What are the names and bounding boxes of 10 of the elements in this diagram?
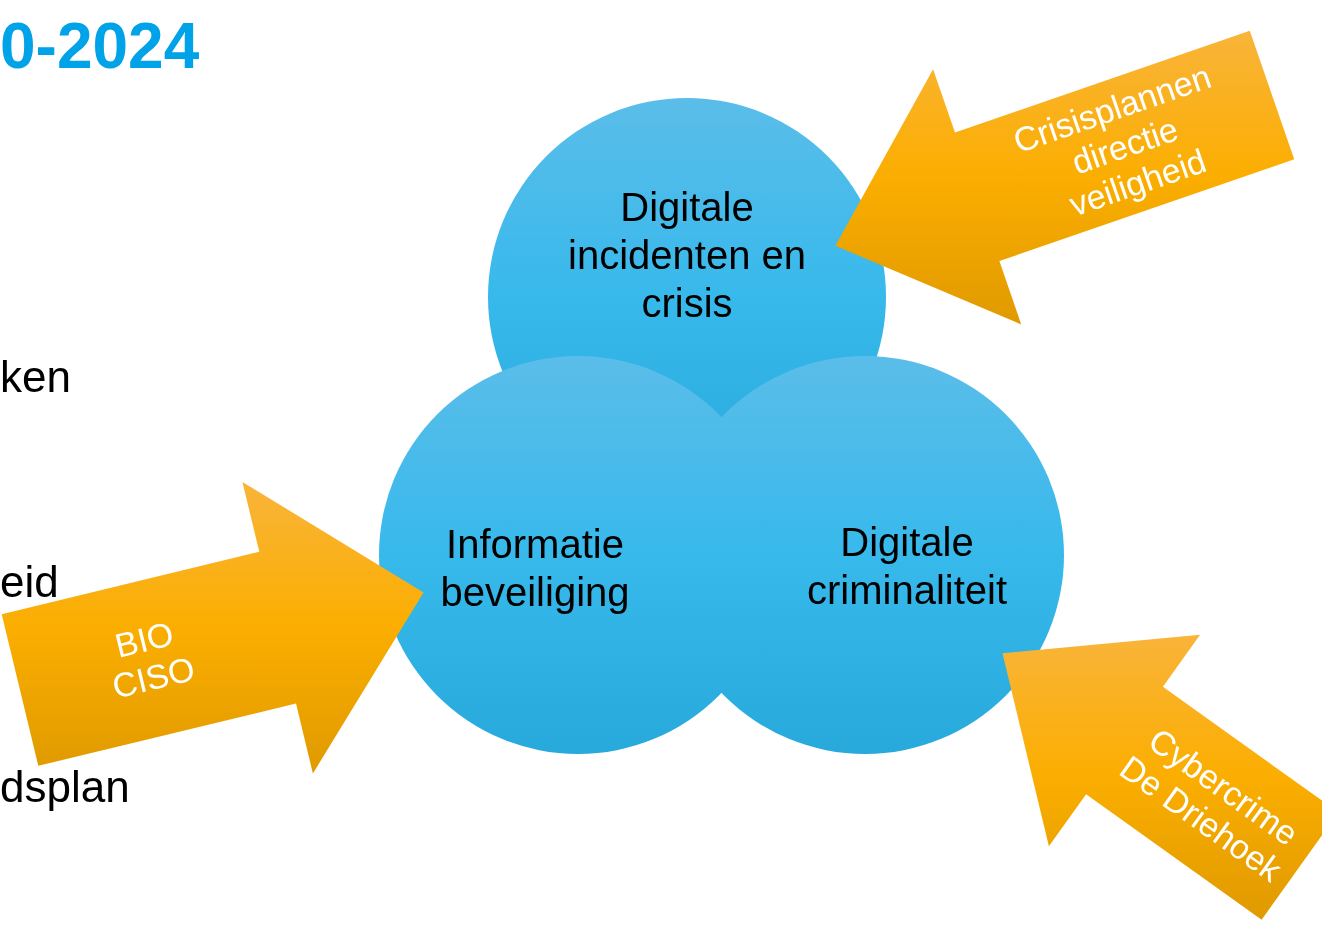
circle-label: Informatie beveiliging [415,520,655,616]
circle-label: Digitale criminaliteit [777,518,1037,614]
body-text: dsplan [0,765,130,809]
block-arrow [1,481,424,774]
edge-label: BIO CISO [107,612,200,708]
slide-title: 0-2024 [0,14,200,78]
block-arrow [835,30,1295,325]
block-arrow [1002,634,1322,920]
body-text: eid [0,560,59,604]
body-text: ken [0,355,71,399]
